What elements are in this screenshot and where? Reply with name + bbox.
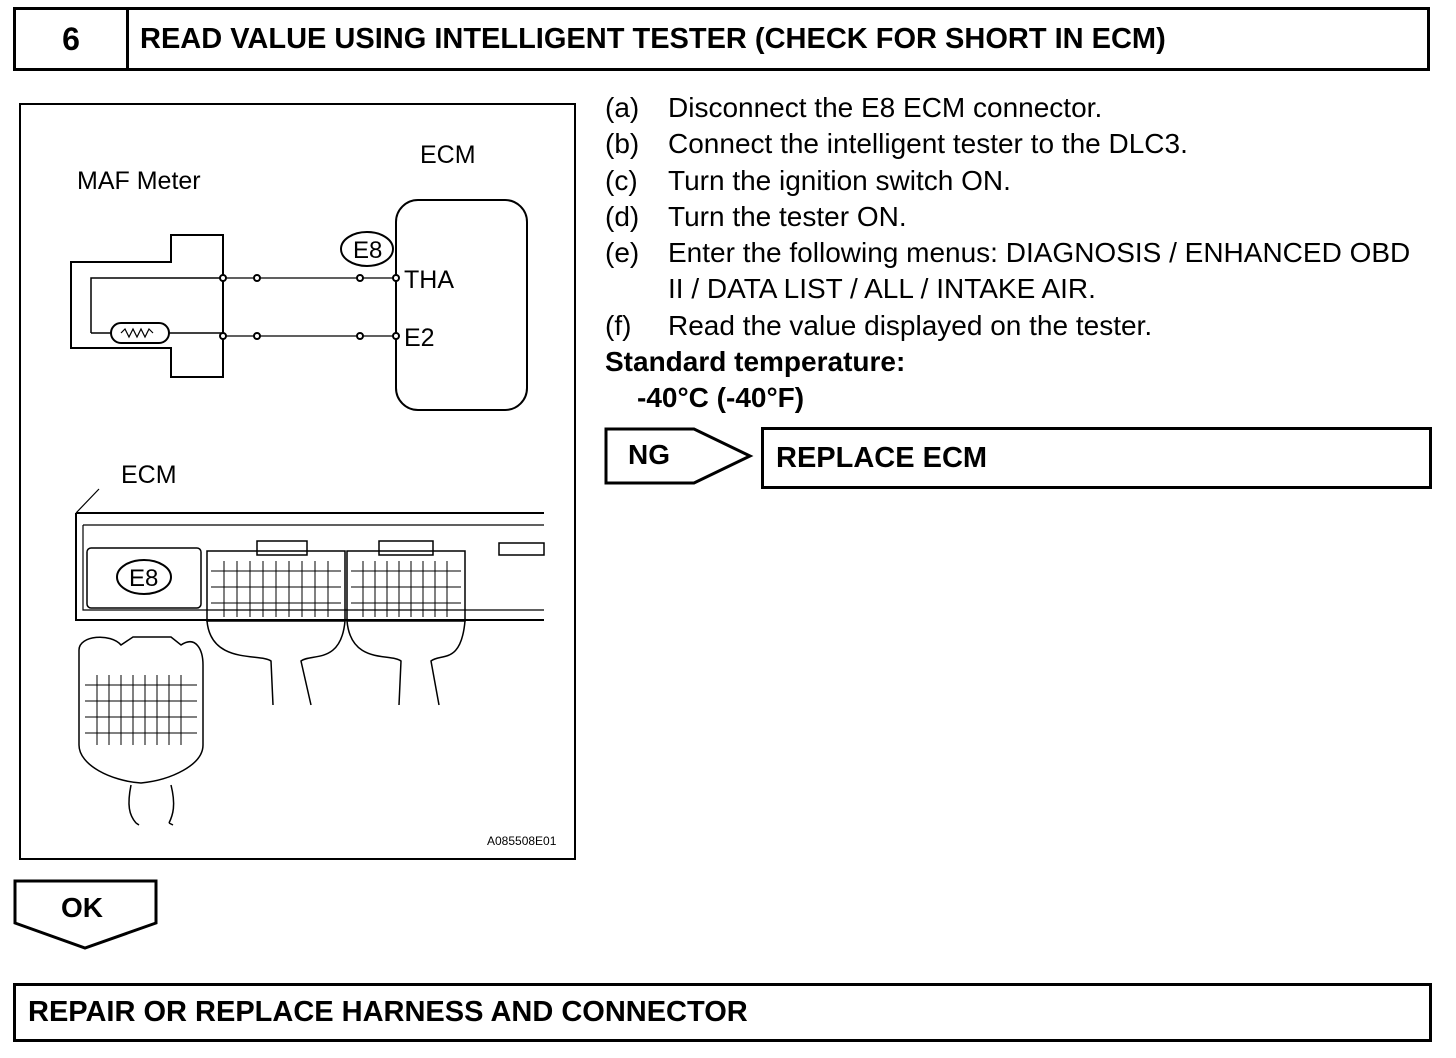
instruction-list: (a) Disconnect the E8 ECM connector. (b)…: [605, 90, 1425, 417]
ng-tag: NG: [628, 439, 670, 470]
instruction-item: (c) Turn the ignition switch ON.: [605, 163, 1425, 199]
wiring-diagram: MAF Meter ECM E8 THA E2 ECM E8 A085508E0…: [70, 141, 557, 848]
instruction-text: Turn the ignition switch ON.: [668, 164, 1011, 196]
instruction-item: (d) Turn the tester ON.: [605, 199, 1425, 235]
ok-tag: OK: [61, 892, 103, 923]
ecm-connector-1: [206, 550, 346, 622]
ng-arrow: NG: [604, 427, 754, 485]
standard-title: Standard temperature:: [605, 346, 906, 378]
ecm-label-bottom: ECM: [121, 461, 177, 489]
instruction-item: (a) Disconnect the E8 ECM connector.: [605, 90, 1425, 126]
e2-terminal-label: E2: [404, 324, 435, 352]
ecm-box: [395, 199, 528, 411]
tha-terminal-label: THA: [404, 266, 454, 294]
final-action-box: REPAIR OR REPLACE HARNESS AND CONNECTOR: [13, 983, 1432, 1042]
step-number: 6: [16, 10, 129, 68]
instruction-text: Connect the intelligent tester to the DL…: [668, 128, 1188, 160]
instruction-text: Disconnect the E8 ECM connector.: [668, 92, 1103, 123]
standard-value: -40°C (-40°F): [637, 382, 805, 414]
ng-action-box: REPLACE ECM: [761, 427, 1432, 489]
ok-arrow-shape: [13, 879, 158, 950]
maf-meter-label: MAF Meter: [77, 167, 201, 195]
maf-meter-body: [70, 234, 224, 378]
instruction-text: Read the value displayed on the tester.: [668, 309, 1153, 341]
connector-grid-2: [351, 561, 461, 617]
step-header: 6 READ VALUE USING INTELLIGENT TESTER (C…: [13, 7, 1430, 71]
e8-tag-outline-bottom: [116, 559, 172, 595]
instruction-item: (e) Enter the following menus: DIAGNOSIS…: [605, 235, 1425, 308]
instruction-item: (b) Connect the intelligent tester to th…: [605, 126, 1425, 162]
instruction-label: (e): [605, 237, 640, 269]
figure-code: A085508E01: [487, 834, 557, 848]
connector-grid-3: [85, 675, 197, 745]
step-title: READ VALUE USING INTELLIGENT TESTER (CHE…: [140, 22, 1166, 55]
e8-free-connector: [78, 636, 204, 784]
connector-grid-1: [211, 561, 341, 617]
instruction-label: (c): [605, 164, 638, 196]
instruction-label: (f): [605, 309, 632, 341]
ecm-label-top: ECM: [420, 141, 476, 169]
e8-tag-outline: [340, 231, 394, 267]
instruction-text: Turn the tester ON.: [668, 200, 907, 232]
ng-arrow-shape: [604, 427, 754, 485]
instruction-item: (f) Read the value displayed on the test…: [605, 308, 1425, 344]
ecm-connector-2: [346, 550, 466, 622]
ok-arrow: OK: [13, 879, 158, 950]
instruction-label: (d): [605, 200, 640, 232]
maf-thermistor: [110, 322, 170, 344]
e8-connector-tag: E8: [353, 237, 382, 264]
wiring-figure: MAF Meter ECM E8 THA E2 ECM E8 A085508E0…: [19, 103, 576, 860]
instruction-label: (a): [605, 92, 640, 123]
e8-connector-tag-bottom: E8: [129, 565, 158, 592]
instruction-text: Enter the following menus: DIAGNOSIS / E…: [668, 237, 1411, 305]
instruction-label: (b): [605, 128, 640, 160]
